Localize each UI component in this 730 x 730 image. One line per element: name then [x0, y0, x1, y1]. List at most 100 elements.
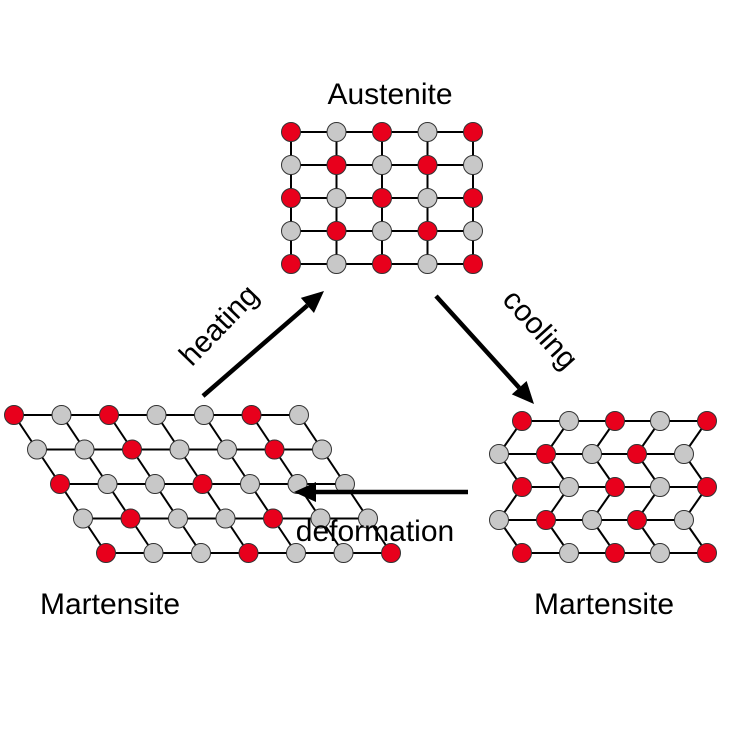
gray-atom	[582, 444, 602, 464]
red-atom	[263, 508, 283, 529]
red-atom	[605, 411, 625, 431]
gray-atom	[169, 439, 190, 460]
red-atom	[417, 155, 438, 175]
gray-atom	[289, 405, 309, 425]
red-atom	[463, 188, 483, 208]
gray-atom	[559, 543, 579, 563]
gray-atom	[27, 439, 47, 460]
red-atom	[241, 405, 262, 425]
gray-atom	[417, 188, 438, 208]
gray-atom	[146, 405, 167, 425]
red-atom	[326, 221, 347, 241]
gray-atom	[463, 155, 483, 175]
red-atom	[372, 188, 392, 208]
red-atom	[605, 543, 625, 563]
red-atom	[372, 254, 392, 274]
gray-atom	[650, 477, 670, 497]
gray-atom	[559, 411, 579, 431]
gray-atom	[326, 122, 347, 142]
gray-atom	[286, 543, 306, 563]
gray-atom	[326, 188, 347, 208]
red-atom	[192, 474, 213, 494]
austenite-lattice	[281, 122, 483, 274]
red-atom	[99, 405, 119, 425]
gray-atom	[51, 405, 72, 425]
red-atom	[463, 122, 483, 142]
red-atom	[627, 510, 647, 530]
gray-atom	[417, 254, 438, 274]
red-atom	[463, 254, 483, 274]
gray-atom	[215, 508, 236, 529]
red-atom	[281, 122, 301, 142]
red-atom	[512, 543, 532, 563]
gray-atom	[74, 439, 95, 460]
red-atom	[50, 474, 70, 494]
red-atom	[697, 543, 717, 563]
red-atom	[372, 122, 392, 142]
gray-atom	[217, 439, 237, 460]
austenite-label: Austenite	[327, 78, 452, 111]
gray-atom	[372, 221, 392, 241]
gray-atom	[489, 510, 509, 530]
red-atom	[417, 221, 438, 241]
martensite-left-label: Martensite	[40, 588, 180, 621]
martensite-right-label: Martensite	[534, 588, 674, 621]
twinned-martensite-lattice	[489, 411, 717, 563]
gray-atom	[582, 510, 602, 530]
gray-atom	[326, 254, 347, 274]
gray-atom	[310, 508, 331, 529]
gray-atom	[145, 474, 165, 494]
gray-atom	[417, 122, 438, 142]
red-atom	[96, 543, 116, 563]
red-atom	[605, 477, 625, 497]
heating-label: heating	[173, 279, 265, 373]
red-atom	[512, 411, 532, 431]
gray-atom	[281, 221, 301, 241]
red-atom	[627, 444, 647, 464]
red-atom	[512, 477, 532, 497]
cooling-arrow-head	[511, 380, 534, 404]
gray-atom	[333, 543, 354, 563]
cooling-arrow-shaft	[434, 294, 521, 390]
heating-arrow-shaft	[201, 303, 309, 398]
red-atom	[697, 411, 717, 431]
red-atom	[238, 543, 259, 563]
gray-atom	[97, 474, 118, 494]
red-atom	[281, 188, 301, 208]
heating-arrow-head	[300, 291, 324, 313]
red-atom	[281, 254, 301, 274]
cooling-label: cooling	[496, 283, 584, 376]
gray-atom	[650, 411, 670, 431]
gray-atom	[674, 510, 694, 530]
gray-atom	[240, 474, 260, 494]
gray-atom	[168, 508, 188, 529]
gray-atom	[312, 439, 332, 460]
deformation-label: deformation	[296, 515, 454, 548]
red-atom	[326, 155, 347, 175]
red-atom	[264, 439, 285, 460]
gray-atom	[463, 221, 483, 241]
gray-atom	[489, 444, 509, 464]
gray-atom	[194, 405, 214, 425]
red-atom	[697, 477, 717, 497]
gray-atom	[143, 543, 164, 563]
gray-atom	[358, 508, 378, 529]
deformation-arrow-head	[294, 482, 316, 502]
gray-atom	[73, 508, 93, 529]
red-atom	[122, 439, 142, 460]
gray-atom	[674, 444, 694, 464]
transformation-arrows	[201, 291, 534, 502]
gray-atom	[559, 477, 579, 497]
gray-atom	[281, 155, 301, 175]
gray-atom	[650, 543, 670, 563]
red-atom	[120, 508, 141, 529]
gray-atom	[191, 543, 211, 563]
red-atom	[4, 405, 24, 425]
red-atom	[381, 543, 401, 563]
gray-atom	[372, 155, 392, 175]
red-atom	[536, 444, 556, 464]
deformed-martensite-lattice	[4, 405, 401, 563]
red-atom	[536, 510, 556, 530]
